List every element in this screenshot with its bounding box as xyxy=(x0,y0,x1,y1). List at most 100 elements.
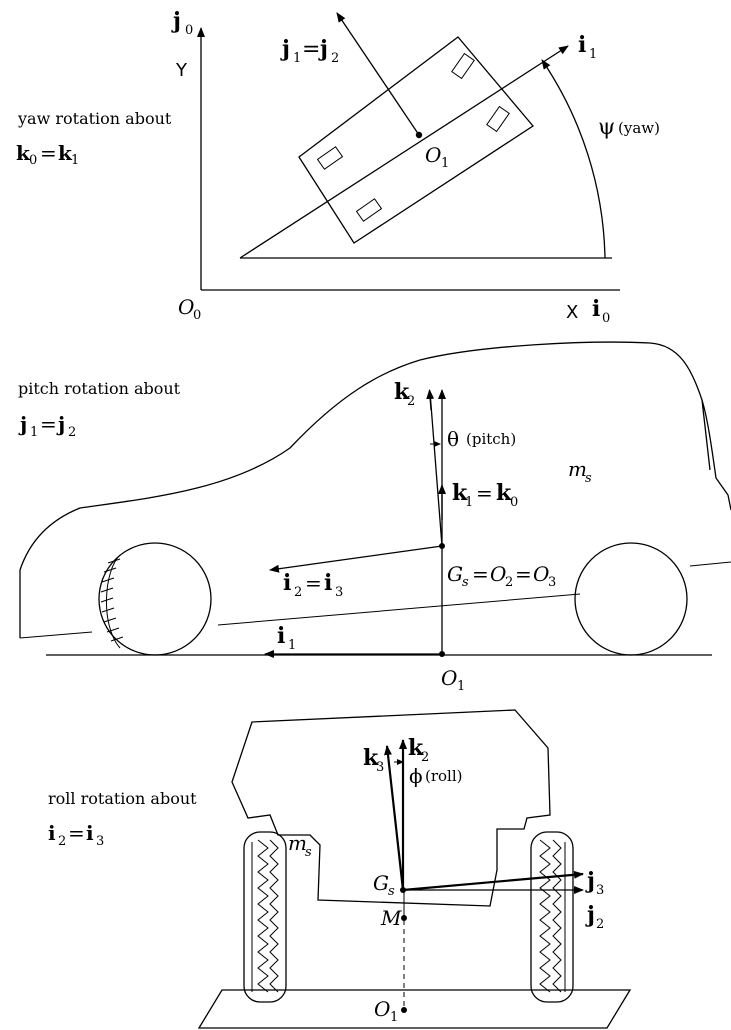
yaw-label-O0: O xyxy=(178,295,194,319)
roll-caption-i2-sub: 2 xyxy=(58,834,66,849)
yaw-j1-vector xyxy=(336,12,420,136)
pitch-label-O2: O xyxy=(490,562,506,586)
pitch-label-equals-k: = xyxy=(476,481,493,505)
pitch-panel: pitch rotation about j 1 = j 2 xyxy=(18,341,731,694)
yaw-caption: yaw rotation about xyxy=(17,109,172,128)
pitch-angle-label: (pitch) xyxy=(466,430,516,448)
pitch-car-body xyxy=(19,341,731,638)
roll-caption-i2: i xyxy=(48,821,56,845)
roll-caption-i3: i xyxy=(86,821,94,845)
yaw-wheel-rear-right xyxy=(355,198,383,222)
pitch-label-k1: k xyxy=(452,480,468,506)
roll-wheel-left xyxy=(243,831,287,1003)
pitch-k2-line xyxy=(429,391,443,547)
roll-label-ms: m xyxy=(288,831,307,855)
roll-label-k3-sub: 3 xyxy=(376,760,384,775)
roll-caption-equation: i 2 = i 3 xyxy=(48,821,104,849)
yaw-label-j2: j xyxy=(318,36,328,62)
pitch-label-Gs: G xyxy=(447,562,463,586)
yaw-vehicle-body xyxy=(298,36,534,244)
roll-caption-equals: = xyxy=(68,821,85,845)
roll-point-M xyxy=(401,915,407,921)
roll-label-O1-sub: 1 xyxy=(390,1010,398,1025)
pitch-label-i2: i xyxy=(283,570,291,596)
roll-caption: roll rotation about xyxy=(48,789,197,808)
yaw-caption-equation: k 0 = k 1 xyxy=(16,141,79,168)
yaw-label-O0-sub: 0 xyxy=(193,308,201,323)
roll-point-Gs xyxy=(400,887,406,893)
yaw-label-i1-sub: 1 xyxy=(589,47,597,62)
pitch-label-k2: k xyxy=(394,379,410,405)
pitch-label-k2-sub: 2 xyxy=(407,394,415,409)
yaw-i1-vector xyxy=(239,45,569,259)
yaw-angle-symbol: ψ xyxy=(598,115,615,140)
pitch-label-i1-sub: 1 xyxy=(288,638,296,653)
roll-label-k3: k xyxy=(363,745,379,771)
pitch-label-equals-1: = xyxy=(472,562,489,586)
yaw-label-i1: i xyxy=(578,32,586,58)
roll-angle-label: (roll) xyxy=(425,767,463,785)
roll-point-O1 xyxy=(401,1007,407,1013)
roll-label-j2-sub: 2 xyxy=(596,917,604,932)
pitch-label-Gs-sub: s xyxy=(462,575,469,590)
pitch-caption-j2-sub: 2 xyxy=(68,425,76,440)
roll-label-j3: j xyxy=(585,868,595,894)
roll-caption-i3-sub: 3 xyxy=(96,834,104,849)
pitch-front-bumper-line xyxy=(689,561,731,567)
yaw-wheel-front-left xyxy=(451,52,475,80)
pitch-angle-symbol: θ xyxy=(447,427,459,451)
roll-label-j2: j xyxy=(585,902,595,928)
pitch-label-O1-sub: 1 xyxy=(457,679,465,694)
pitch-caption-j1: j xyxy=(18,412,27,436)
pitch-caption-equals: = xyxy=(40,412,57,436)
pitch-i2-vector xyxy=(269,545,443,573)
pitch-label-O3: O xyxy=(533,562,549,586)
pitch-label-O3-sub: 3 xyxy=(548,575,556,590)
roll-k3-vector xyxy=(384,745,405,891)
yaw-label-j0-sub: 0 xyxy=(185,23,193,38)
yaw-label-i0: i xyxy=(592,296,600,322)
pitch-k2-vector xyxy=(426,389,435,411)
pitch-label-equals-2: = xyxy=(515,562,532,586)
roll-ground-plane xyxy=(197,989,632,1029)
pitch-label-ms-sub: s xyxy=(585,471,592,486)
yaw-label-equals: = xyxy=(302,37,320,62)
pitch-rear-wheel xyxy=(98,542,212,656)
pitch-label-i2-sub: 2 xyxy=(294,585,302,600)
pitch-label-equals-i: = xyxy=(305,571,322,595)
pitch-label-i3-sub: 3 xyxy=(335,585,343,600)
roll-label-M: M xyxy=(380,906,402,930)
pitch-label-ms: m xyxy=(568,457,587,481)
pitch-label-k0: k xyxy=(496,480,512,506)
yaw-label-X: X xyxy=(566,302,578,323)
yaw-caption-k0: k xyxy=(16,141,31,165)
yaw-label-Y: Y xyxy=(175,60,188,81)
pitch-caption: pitch rotation about xyxy=(18,379,181,398)
yaw-label-j1-sub: 1 xyxy=(293,51,301,66)
roll-label-j3-sub: 3 xyxy=(596,883,604,898)
roll-label-k2-sub: 2 xyxy=(421,750,429,765)
yaw-label-O1-sub: 1 xyxy=(441,156,449,171)
pitch-label-k0-sub: 0 xyxy=(510,495,518,510)
pitch-label-O2-sub: 2 xyxy=(505,575,513,590)
yaw-caption-equals: = xyxy=(40,141,57,165)
yaw-wheel-rear-left xyxy=(316,146,344,170)
yaw-angle-label: (yaw) xyxy=(618,119,660,137)
roll-angle-symbol: ϕ xyxy=(409,764,423,788)
pitch-rocker-line xyxy=(217,593,581,626)
pitch-label-i3: i xyxy=(324,570,332,596)
roll-vehicle-body xyxy=(231,709,551,907)
yaw-caption-k0-sub: 0 xyxy=(29,153,37,168)
pitch-rear-bumper-line xyxy=(19,631,93,639)
yaw-angle-arc xyxy=(541,59,606,259)
yaw-label-O1: O xyxy=(425,143,441,167)
yaw-label-j2-sub: 2 xyxy=(331,51,339,66)
yaw-panel: yaw rotation about k 0 = k 1 j 0 Y X i 0… xyxy=(16,8,660,326)
pitch-label-O1: O xyxy=(441,666,457,690)
roll-label-Gs-sub: s xyxy=(388,884,395,899)
yaw-caption-k1-sub: 1 xyxy=(71,153,79,168)
roll-label-O1: O xyxy=(374,997,390,1021)
roll-label-k2: k xyxy=(408,735,424,761)
